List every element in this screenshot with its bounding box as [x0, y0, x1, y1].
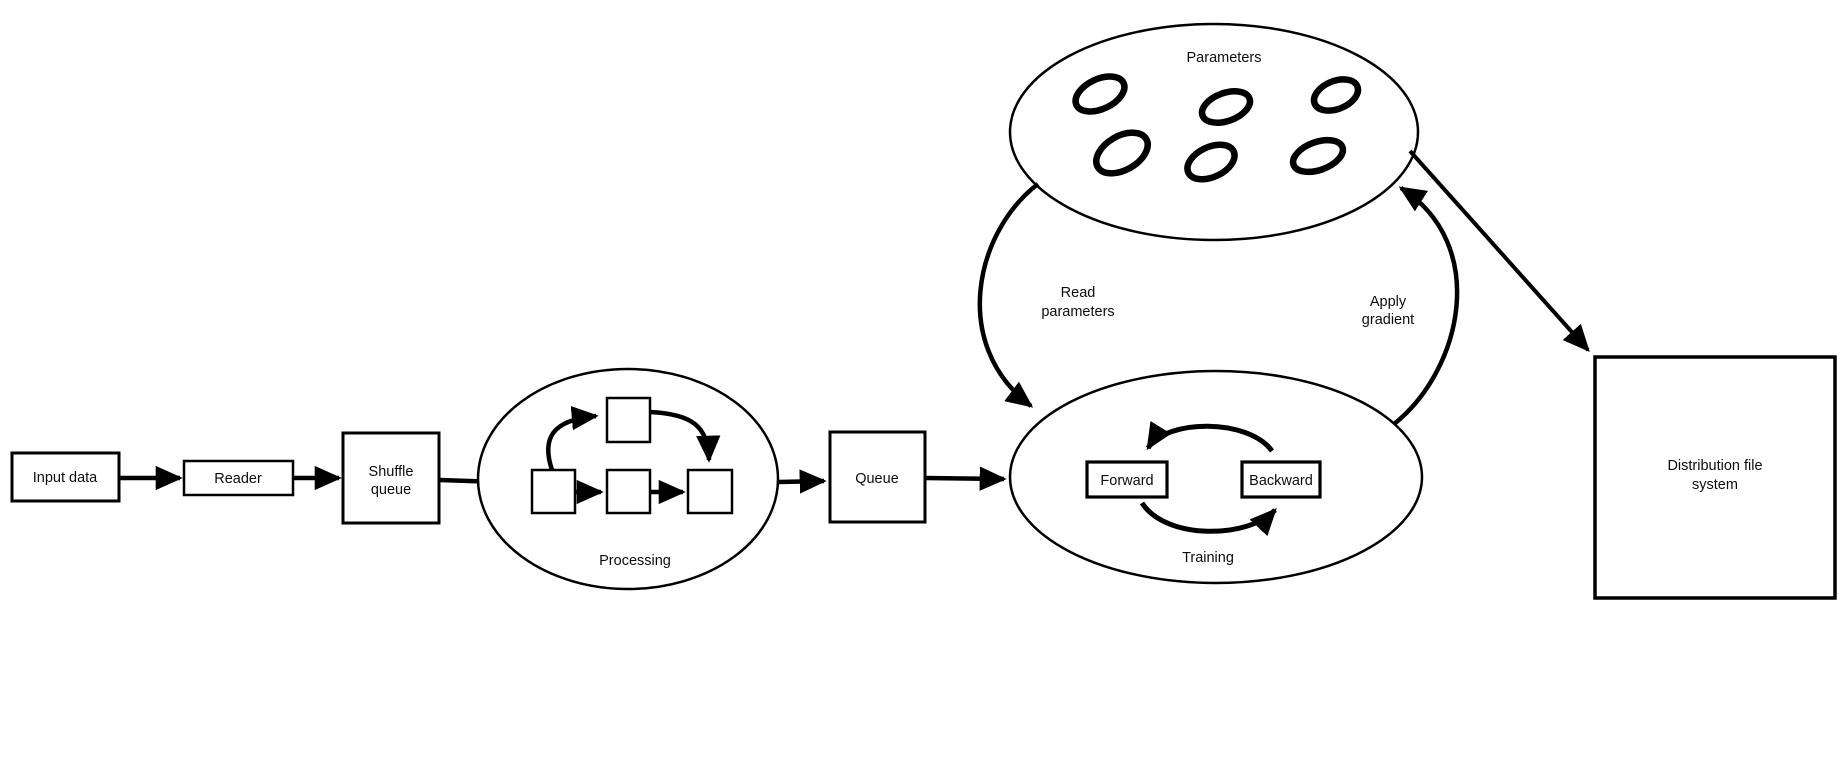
input-data-node: Input data: [10, 451, 121, 503]
input-data-box: [10, 451, 121, 503]
distribution-file-system-node: Distribution file system: [1593, 355, 1837, 600]
backward-box: [1240, 460, 1322, 499]
distribution-file-system-box: [1593, 355, 1837, 600]
parameter-blob-3: [1310, 76, 1362, 114]
arrow-step1-to-top-step: [546, 406, 599, 471]
arrow-parameters-to-dfs: [1408, 149, 1590, 353]
queue-label: Queue: [855, 471, 899, 487]
processing-square-1: [530, 468, 577, 515]
arrow-backward-to-forward: [1145, 420, 1275, 453]
parameter-blob-1: [1072, 73, 1128, 115]
queue-box: [828, 430, 927, 524]
forward-label: Forward: [1100, 473, 1153, 489]
dfs-label-line2: system: [1692, 477, 1738, 493]
arrow-queue-to-training: [924, 466, 1007, 491]
parameter-blob-2: [1198, 88, 1254, 126]
training-label: Training: [1182, 550, 1234, 566]
read-parameters-label-line1: Read: [1061, 285, 1096, 301]
apply-gradient-label-line1: Apply: [1370, 294, 1407, 310]
reader-node: Reader: [182, 459, 295, 497]
shuffle-queue-label-line1: Shuffle: [369, 464, 414, 480]
dfs-label-line1: Distribution file: [1667, 458, 1762, 474]
processing-group: Processing: [476, 367, 780, 591]
shuffle-queue-box: [341, 431, 441, 525]
queue-node: Queue: [828, 430, 927, 524]
input-data-label: Input data: [33, 470, 98, 486]
parameters-label: Parameters: [1187, 50, 1262, 66]
arrow-apply-gradient: [1392, 186, 1460, 426]
reader-label: Reader: [214, 471, 262, 487]
processing-square-2: [605, 468, 652, 515]
parameter-blob-5: [1184, 141, 1238, 183]
processing-square-3: [686, 468, 734, 515]
reader-box: [182, 459, 295, 497]
parameter-blob-4: [1093, 129, 1151, 177]
forward-box: [1085, 460, 1169, 499]
training-ellipse: [1008, 369, 1424, 585]
processing-top-square: [605, 396, 652, 444]
arrow-read-parameters: [977, 182, 1040, 408]
arrow-forward-to-backward: [1139, 501, 1277, 537]
shuffle-queue-node: Shuffle queue: [341, 431, 441, 525]
shuffle-queue-label-line2: queue: [371, 482, 411, 498]
processing-label: Processing: [599, 553, 671, 569]
training-group: Forward Backward Training: [1008, 369, 1424, 585]
parameters-group: Parameters: [1008, 22, 1420, 242]
arrow-top-step-to-step3: [649, 409, 721, 463]
parameter-blob-6: [1289, 136, 1347, 176]
apply-gradient-label-line2: gradient: [1362, 312, 1414, 328]
read-parameters-label-line2: parameters: [1041, 304, 1114, 320]
backward-label: Backward: [1249, 473, 1313, 489]
